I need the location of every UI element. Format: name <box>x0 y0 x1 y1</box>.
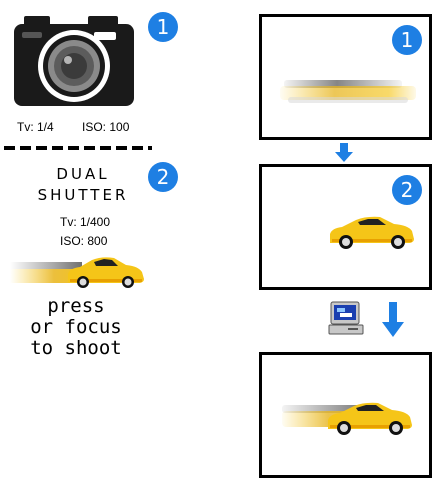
dual-shutter-line1: DUAL <box>56 165 110 183</box>
photo-frame-result <box>259 352 432 478</box>
instruction-text: press or focus to shoot <box>0 296 156 359</box>
camera-tv-setting: Tv: 1/4 <box>17 120 54 134</box>
blurred-car-image <box>280 80 416 103</box>
arrow-down-icon <box>335 143 353 162</box>
dual-tv-setting: Tv: 1/400 <box>60 215 111 229</box>
combined-car-image <box>282 402 412 435</box>
frame-badge-1: 1 <box>392 25 422 55</box>
instruction-line1: press <box>47 295 105 317</box>
computer-icon <box>328 301 364 335</box>
dual-shutter-line2: SHUTTER <box>37 186 129 204</box>
moving-car-image <box>10 257 144 288</box>
photo-frame-2: 2 <box>259 164 432 290</box>
instruction-line2: or focus <box>30 316 122 338</box>
frame-badge-2: 2 <box>392 175 422 205</box>
step-badge-2: 2 <box>148 162 178 192</box>
sharp-car-image <box>330 216 414 249</box>
camera-icon <box>14 16 134 106</box>
step-badge-1: 1 <box>148 12 178 42</box>
camera-iso-setting: ISO: 100 <box>82 120 130 134</box>
photo-frame-1: 1 <box>259 14 432 140</box>
dashed-divider <box>4 146 152 150</box>
arrow-down-icon <box>382 302 404 337</box>
instruction-line3: to shoot <box>30 337 122 359</box>
dual-iso-setting: ISO: 800 <box>60 234 108 248</box>
